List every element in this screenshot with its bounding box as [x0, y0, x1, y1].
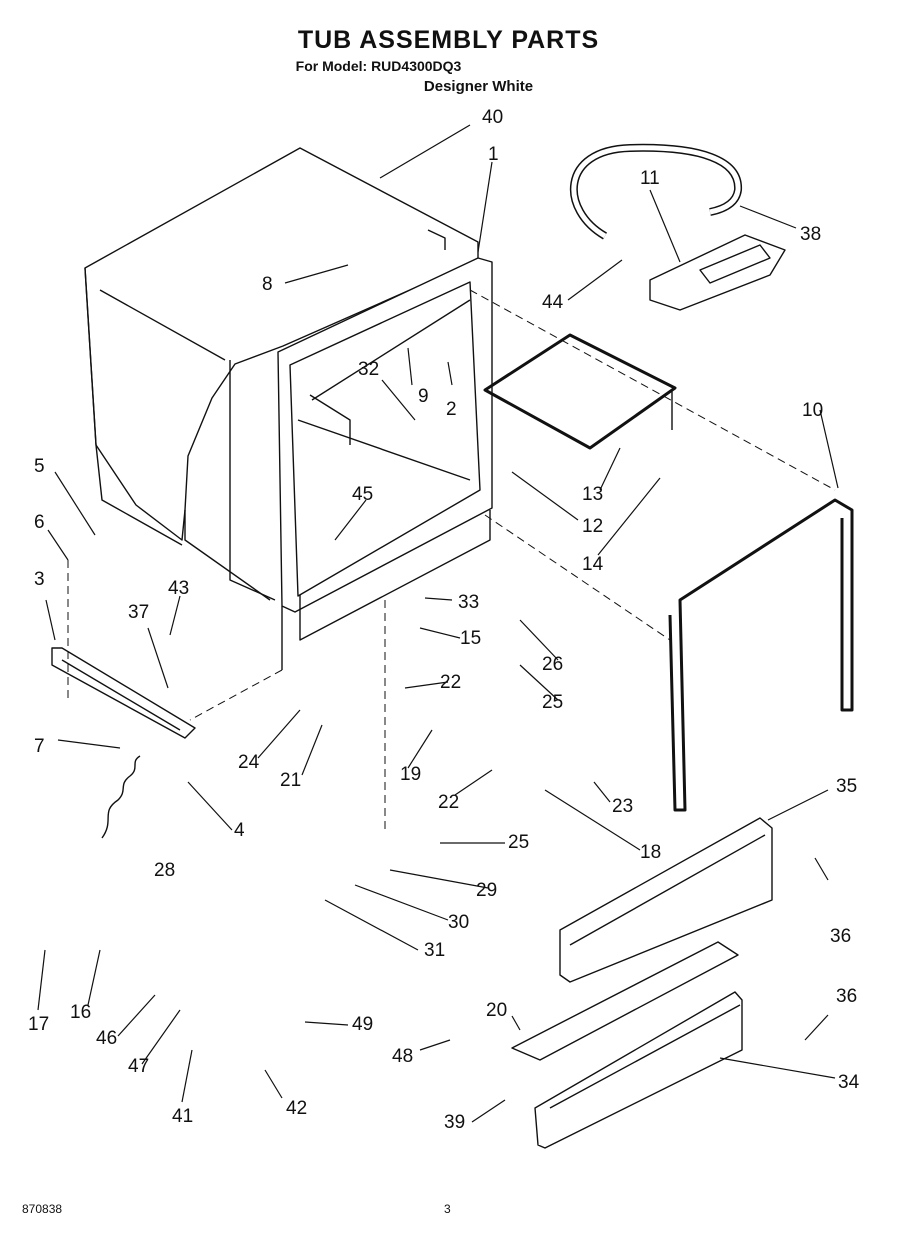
part-label: 22	[440, 672, 461, 693]
part-label: 46	[96, 1028, 117, 1049]
part-label: 16	[70, 1002, 91, 1023]
part-label: 13	[582, 484, 603, 505]
part-label: 39	[444, 1112, 465, 1133]
part-label: 30	[448, 912, 469, 933]
tub-frame	[277, 257, 493, 670]
diagram-title: TUB ASSEMBLY PARTS	[297, 26, 600, 54]
part-label: 15	[460, 628, 481, 649]
part-label: 23	[612, 796, 633, 817]
page-number: 3	[444, 1202, 451, 1216]
part-label: 43	[168, 578, 189, 599]
part-label: 34	[838, 1072, 860, 1093]
side-bracket	[51, 647, 196, 739]
part-label: 12	[582, 516, 603, 537]
part-label: 4	[234, 820, 245, 841]
part-label: 35	[836, 776, 857, 797]
part-label: 11	[640, 168, 660, 189]
part-label: 17	[28, 1014, 49, 1035]
part-label: 7	[34, 736, 45, 757]
part-label: 26	[542, 654, 563, 675]
access-panel	[534, 991, 743, 1149]
part-label: 6	[34, 512, 45, 533]
part-label: 31	[424, 940, 445, 961]
part-label: 33	[458, 592, 479, 613]
part-label: 49	[352, 1014, 373, 1035]
part-label: 45	[352, 484, 373, 505]
part-label: 37	[128, 602, 149, 623]
part-label: 2	[446, 399, 457, 420]
alignment-lines	[67, 289, 836, 830]
grille	[511, 941, 739, 1061]
part-label: 48	[392, 1046, 413, 1067]
fill-hose	[569, 143, 743, 240]
tub-gasket	[668, 498, 854, 812]
document-number: 870838	[22, 1202, 63, 1216]
part-label: 25	[542, 692, 563, 713]
part-label: 3	[34, 569, 45, 590]
part-label: 10	[802, 400, 823, 421]
part-label: 47	[128, 1056, 149, 1077]
part-label: 28	[154, 860, 175, 881]
leader-lines	[37, 124, 839, 1123]
vent-part	[649, 234, 786, 311]
part-label: 36	[836, 986, 857, 1007]
color-name: Designer White	[423, 78, 534, 95]
part-label: 1	[488, 144, 499, 165]
tub-body	[84, 147, 479, 601]
part-label: 5	[34, 456, 45, 477]
part-label: 32	[358, 359, 379, 380]
part-label: 9	[418, 386, 429, 407]
door-spring	[101, 755, 141, 839]
part-labels: 40 1 11 38 8 44 32 9 2 10 5 13 12 6 45 1…	[28, 107, 860, 1133]
toe-panel	[559, 817, 773, 983]
part-label: 20	[486, 1000, 507, 1021]
part-label: 8	[262, 274, 273, 295]
part-label: 40	[482, 107, 503, 128]
rack-rail	[483, 333, 677, 450]
part-label: 24	[238, 752, 260, 773]
part-label: 41	[172, 1106, 193, 1127]
model-number: For Model: RUD4300DQ3	[295, 58, 462, 74]
part-label: 19	[400, 764, 421, 785]
part-label: 29	[476, 880, 497, 901]
part-label: 25	[508, 832, 529, 853]
part-label: 14	[582, 554, 604, 575]
part-label: 36	[830, 926, 851, 947]
part-label: 42	[286, 1098, 307, 1119]
part-label: 18	[640, 842, 661, 863]
part-label: 38	[800, 224, 821, 245]
part-label: 21	[280, 770, 301, 791]
part-label: 22	[438, 792, 459, 813]
part-label: 44	[542, 292, 564, 313]
